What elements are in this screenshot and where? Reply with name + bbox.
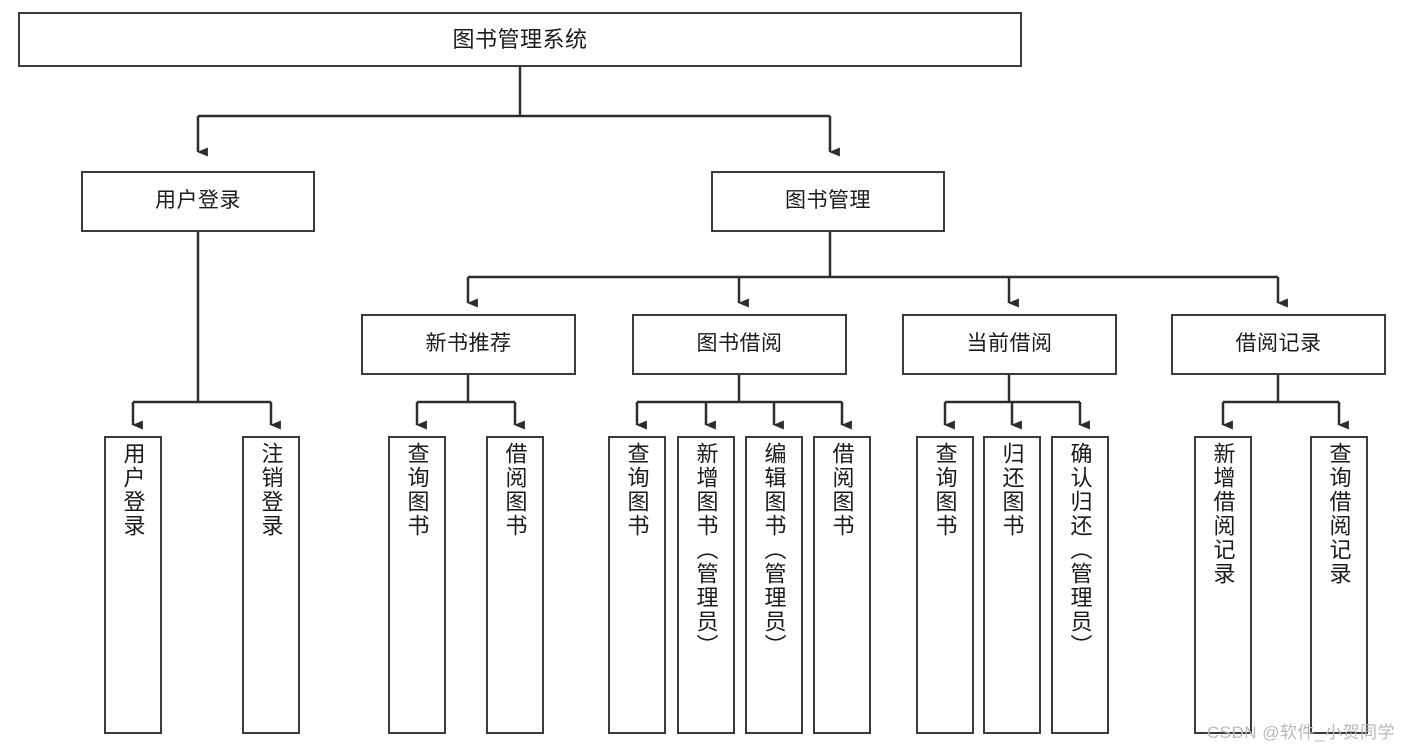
node-leaf-confirm-return-label: 确认归还（管理员）	[1067, 442, 1093, 658]
node-leaf-return-book[interactable]: 归还图书	[983, 436, 1041, 734]
node-leaf-edit-book-label: 编辑图书（管理员）	[761, 442, 787, 658]
node-root-label: 图书管理系统	[452, 26, 588, 52]
node-borrow-record-label: 借阅记录	[1235, 332, 1322, 356]
node-leaf-add-book-label: 新增图书（管理员）	[693, 442, 719, 658]
node-book-management[interactable]: 图书管理	[711, 171, 945, 232]
node-user-login[interactable]: 用户登录	[81, 171, 315, 232]
node-leaf-user-login[interactable]: 用户登录	[104, 436, 162, 734]
node-current-borrow[interactable]: 当前借阅	[902, 314, 1117, 375]
node-leaf-query-book-2-label: 查询图书	[624, 442, 650, 538]
node-book-borrow[interactable]: 图书借阅	[632, 314, 847, 375]
node-leaf-confirm-return[interactable]: 确认归还（管理员）	[1051, 436, 1109, 734]
node-new-book-recommend-label: 新书推荐	[425, 332, 512, 356]
node-book-borrow-label: 图书借阅	[696, 332, 783, 356]
node-borrow-record[interactable]: 借阅记录	[1171, 314, 1386, 375]
node-leaf-logout-login[interactable]: 注销登录	[242, 436, 300, 734]
node-leaf-query-book-3[interactable]: 查询图书	[916, 436, 974, 734]
node-leaf-add-record-label: 新增借阅记录	[1210, 442, 1236, 586]
node-leaf-query-book-1[interactable]: 查询图书	[388, 436, 446, 734]
node-root[interactable]: 图书管理系统	[18, 12, 1022, 67]
node-leaf-query-record-label: 查询借阅记录	[1326, 442, 1352, 586]
node-leaf-query-book-1-label: 查询图书	[404, 442, 430, 538]
node-leaf-borrow-book-1-label: 借阅图书	[502, 442, 528, 538]
watermark: CSDN @软件_小贺同学	[1206, 723, 1395, 742]
node-leaf-user-login-label: 用户登录	[120, 442, 146, 538]
node-leaf-edit-book[interactable]: 编辑图书（管理员）	[745, 436, 803, 734]
node-leaf-add-book[interactable]: 新增图书（管理员）	[677, 436, 735, 734]
node-leaf-borrow-book-2[interactable]: 借阅图书	[813, 436, 871, 734]
node-leaf-return-book-label: 归还图书	[999, 442, 1025, 538]
node-user-login-label: 用户登录	[155, 189, 241, 213]
node-leaf-query-record[interactable]: 查询借阅记录	[1310, 436, 1368, 734]
node-leaf-borrow-book-1[interactable]: 借阅图书	[486, 436, 544, 734]
node-new-book-recommend[interactable]: 新书推荐	[361, 314, 576, 375]
node-leaf-query-book-2[interactable]: 查询图书	[608, 436, 666, 734]
node-leaf-borrow-book-2-label: 借阅图书	[829, 442, 855, 538]
node-current-borrow-label: 当前借阅	[966, 332, 1053, 356]
node-leaf-logout-login-label: 注销登录	[258, 442, 284, 538]
node-book-management-label: 图书管理	[785, 189, 871, 213]
node-leaf-add-record[interactable]: 新增借阅记录	[1194, 436, 1252, 734]
node-leaf-query-book-3-label: 查询图书	[932, 442, 958, 538]
